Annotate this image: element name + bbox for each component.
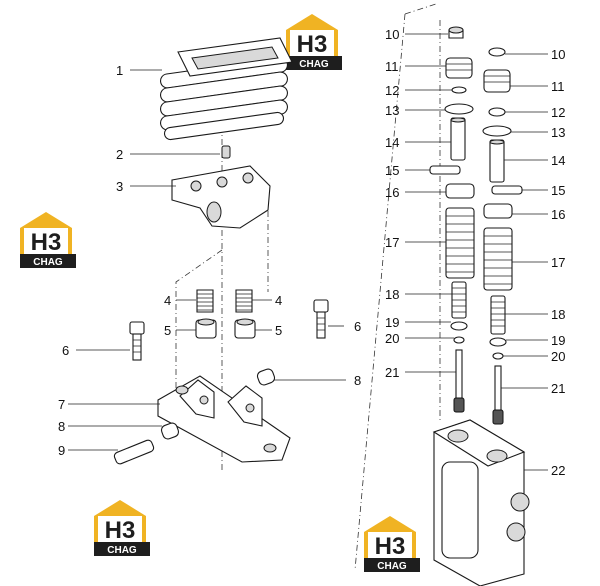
svg-text:H3: H3 — [375, 533, 406, 560]
callout-2: 2 — [116, 147, 123, 162]
part-4-spring-left — [196, 289, 214, 313]
callout-16-left: 16 — [385, 185, 399, 200]
callout-17-right: 17 — [551, 255, 565, 270]
callout-5-right: 5 — [275, 323, 282, 338]
callout-11-right: 11 — [551, 79, 565, 94]
callout-15-right: 15 — [551, 183, 565, 198]
brand-logo-left: H3 CHAG — [20, 212, 76, 268]
svg-text:CHAG: CHAG — [33, 257, 63, 268]
part-6-bolt-right — [313, 299, 329, 339]
callout-10-right: 10 — [551, 47, 565, 62]
callout-4-left: 4 — [164, 293, 171, 308]
part-22-valve-body — [432, 419, 530, 586]
leader-lines — [68, 33, 548, 471]
part-4-spring-right — [235, 289, 253, 313]
callout-8-left: 8 — [58, 419, 65, 434]
callout-3: 3 — [116, 179, 123, 194]
part-2-set-screw — [221, 145, 231, 159]
callout-11-left: 11 — [385, 59, 399, 74]
svg-text:CHAG: CHAG — [377, 561, 407, 572]
callout-9: 9 — [58, 443, 65, 458]
callout-18-left: 18 — [385, 287, 399, 302]
callout-20-right: 20 — [551, 349, 565, 364]
callout-10-left: 10 — [385, 27, 399, 42]
callout-14-left: 14 — [385, 135, 399, 150]
callout-19-left: 19 — [385, 315, 399, 330]
callout-21-right: 21 — [551, 381, 565, 396]
svg-text:H3: H3 — [31, 229, 62, 256]
part-3-plate — [171, 165, 271, 229]
svg-text:H3: H3 — [105, 517, 136, 544]
svg-text:CHAG: CHAG — [299, 59, 329, 70]
callout-8-right: 8 — [354, 373, 361, 388]
callout-21-left: 21 — [385, 365, 399, 380]
svg-text:CHAG: CHAG — [107, 545, 137, 556]
callout-6-right: 6 — [354, 319, 361, 334]
callout-13-left: 13 — [385, 103, 399, 118]
callout-1: 1 — [116, 63, 123, 78]
part-8-pin-left — [160, 422, 180, 440]
callout-7: 7 — [58, 397, 65, 412]
callout-18-right: 18 — [551, 307, 565, 322]
brand-logo-bottom-left: H3 CHAG — [94, 500, 150, 556]
callout-labels: 1 2 3 4 4 5 5 6 6 7 8 8 9 10 10 11 11 12… — [58, 27, 565, 478]
callout-22: 22 — [551, 463, 565, 478]
callout-13-right: 13 — [551, 125, 565, 140]
svg-text:H3: H3 — [297, 31, 328, 58]
part-1-rubber-boot — [160, 37, 293, 141]
callout-15-left: 15 — [385, 163, 399, 178]
callout-12-left: 12 — [385, 83, 399, 98]
part-5-bushing-left — [195, 318, 217, 339]
part-7-base-plate — [157, 375, 291, 463]
part-5-bushing-right — [234, 318, 256, 339]
callout-17-left: 17 — [385, 235, 399, 250]
callout-19-right: 19 — [551, 333, 565, 348]
callout-16-right: 16 — [551, 207, 565, 222]
brand-logo-bottom-center: H3 CHAG — [364, 516, 420, 572]
valve-stack-a — [429, 26, 475, 413]
callout-14-right: 14 — [551, 153, 565, 168]
callout-20-left: 20 — [385, 331, 399, 346]
callout-4-right: 4 — [275, 293, 282, 308]
brand-logo-top: H3 CHAG — [286, 14, 342, 70]
callout-6-left: 6 — [62, 343, 69, 358]
callout-12-right: 12 — [551, 105, 565, 120]
valve-stack-b — [482, 47, 523, 425]
part-8-pin-right — [256, 368, 276, 386]
part-9-shaft — [113, 439, 155, 465]
callout-5-left: 5 — [164, 323, 171, 338]
part-6-bolt-left — [129, 321, 145, 361]
